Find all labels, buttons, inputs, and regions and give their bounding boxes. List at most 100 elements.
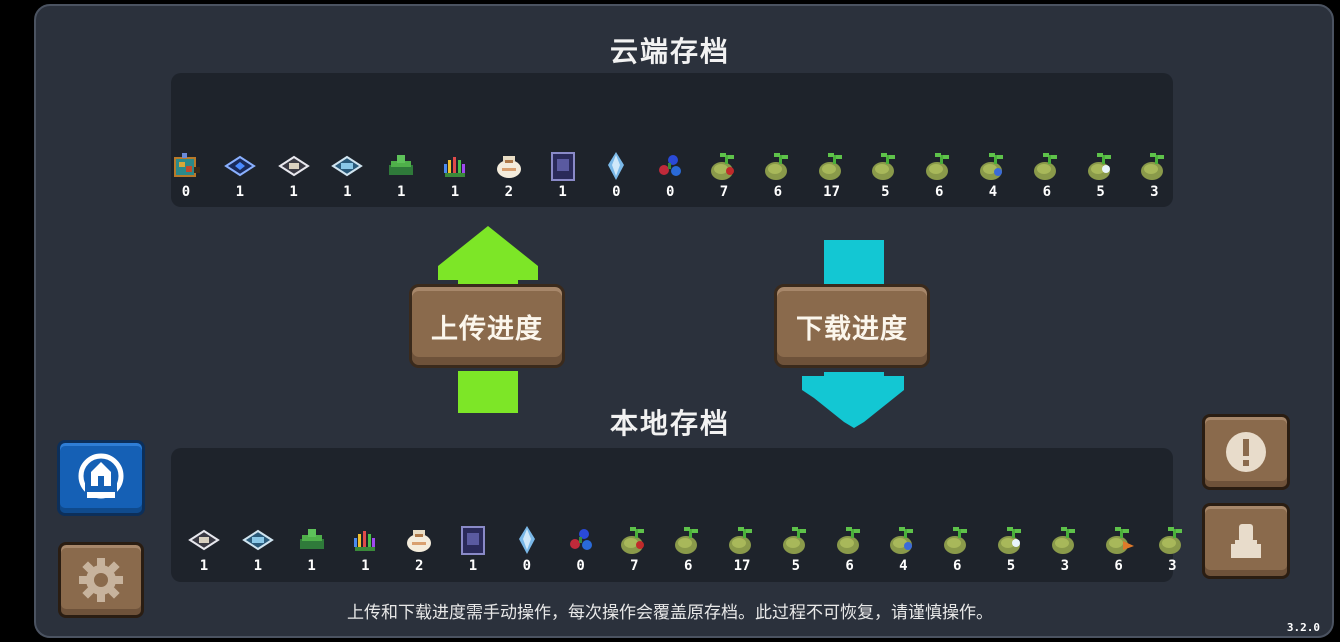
item-count: 5 (1006, 558, 1016, 574)
dark-book-icon (457, 525, 489, 555)
exclamation-icon (1226, 432, 1266, 472)
cloud-save-item: 5 (865, 151, 905, 207)
local-save-item: 6 (668, 525, 708, 581)
grey-gem-icon (188, 525, 220, 555)
seed-pouch-icon (1156, 525, 1188, 555)
cloud-save-item: 1 (327, 151, 367, 207)
local-save-item: 1 (453, 525, 493, 581)
local-save-item: 17 (722, 525, 762, 581)
local-save-item: 0 (507, 525, 547, 581)
overwrite-warning: 上传和下载进度需手动操作，每次操作会覆盖原存档。此过程不可恢复，请谨慎操作。 (347, 603, 993, 623)
cloud-save-item: 6 (1027, 151, 1067, 207)
item-count: 17 (733, 558, 751, 574)
item-count: 3 (1060, 558, 1070, 574)
item-count: 6 (1114, 558, 1123, 574)
item-count: 17 (823, 184, 841, 200)
user-icon (1231, 524, 1261, 558)
rainbow-plant-icon (439, 151, 471, 181)
item-count: 1 (468, 558, 478, 574)
crystal-icon (600, 151, 632, 181)
item-count: 6 (952, 558, 962, 574)
local-save-item: 2 (399, 525, 439, 581)
item-count: 0 (612, 184, 621, 200)
cloud-save-item: 1 (274, 151, 314, 207)
cloud-save-item: 4 (973, 151, 1013, 207)
notice-button[interactable] (1202, 414, 1290, 490)
seed-pouch-icon (869, 151, 901, 181)
item-count: 1 (307, 558, 316, 574)
local-save-item: 6 (937, 525, 977, 581)
dark-book-icon (547, 151, 579, 181)
settings-button[interactable] (58, 542, 144, 618)
local-save-item: 6 (1099, 525, 1139, 581)
item-count: 5 (791, 558, 801, 574)
seed-pouch-carrot-icon (1103, 525, 1135, 555)
cloud-save-item: 1 (543, 151, 583, 207)
item-count: 5 (881, 184, 890, 200)
item-count: 1 (558, 184, 567, 200)
item-count: 1 (235, 184, 245, 200)
seed-pouch-icon (1031, 151, 1063, 181)
cloud-save-item: 6 (758, 151, 798, 207)
item-count: 7 (719, 184, 729, 200)
item-count: 5 (1096, 184, 1105, 200)
cloud-save-item: 1 (435, 151, 475, 207)
seed-pouch-red-icon (618, 525, 650, 555)
grey-gem-icon (277, 151, 310, 181)
item-count: 2 (414, 558, 424, 574)
cloud-save-item: 1 (381, 151, 421, 207)
cloud-save-item: 6 (919, 151, 959, 207)
item-count: 6 (683, 558, 693, 574)
seed-pouch-icon (672, 525, 704, 555)
seed-pouch-icon (816, 151, 848, 181)
seed-bag-icon (403, 525, 435, 555)
version-label: 3.2.0 (1286, 621, 1320, 634)
cloud-save-item: 1 (220, 151, 260, 207)
chillyroom-logo-icon (78, 453, 124, 499)
blue-card-icon (241, 525, 274, 555)
cloud-save-item: 3 (1134, 151, 1174, 207)
item-count: 0 (181, 184, 191, 200)
local-save-item: 5 (991, 525, 1031, 581)
upload-progress-button[interactable]: 上传进度 (409, 284, 565, 368)
item-count: 0 (522, 558, 532, 574)
item-count: 6 (934, 184, 944, 200)
local-save-item: 1 (238, 525, 278, 581)
dark-blue-gem-icon (223, 151, 256, 181)
seed-pouch-icon (1138, 151, 1170, 181)
cloud-save-item: 2 (489, 151, 529, 207)
berries-icon (565, 525, 597, 555)
item-count: 3 (1150, 184, 1159, 200)
blue-card-icon (331, 151, 364, 181)
item-count: 1 (199, 558, 209, 574)
item-count: 6 (845, 558, 854, 574)
item-count: 7 (630, 558, 639, 574)
local-save-item: 5 (776, 525, 816, 581)
item-count: 4 (988, 184, 998, 200)
seed-pouch-blue-icon (977, 151, 1009, 181)
cloud-save-item: 7 (704, 151, 744, 207)
cloud-save-item: 0 (166, 151, 206, 207)
studio-badge-button[interactable] (57, 440, 145, 516)
download-progress-button[interactable]: 下载进度 (774, 284, 930, 368)
cloud-save-title: 云端存档 (609, 35, 730, 68)
local-save-item: 4 (883, 525, 923, 581)
local-save-item: 3 (1152, 525, 1192, 581)
rainbow-plant-icon (349, 525, 381, 555)
item-count: 0 (576, 558, 585, 574)
cloud-save-item: 5 (1081, 151, 1121, 207)
local-save-item: 0 (561, 525, 601, 581)
cloud-save-item: 0 (596, 151, 636, 207)
gear-icon (79, 558, 123, 602)
account-button[interactable] (1202, 503, 1290, 579)
local-save-item: 7 (614, 525, 654, 581)
seed-pouch-icon (762, 151, 794, 181)
seed-pouch-icon (780, 525, 812, 555)
local-save-item: 3 (1045, 525, 1085, 581)
green-block-icon (296, 525, 328, 555)
seed-pouch-icon (726, 525, 758, 555)
item-count: 6 (1042, 184, 1052, 200)
item-count: 1 (361, 558, 370, 574)
seed-pouch-white-icon (1085, 151, 1117, 181)
